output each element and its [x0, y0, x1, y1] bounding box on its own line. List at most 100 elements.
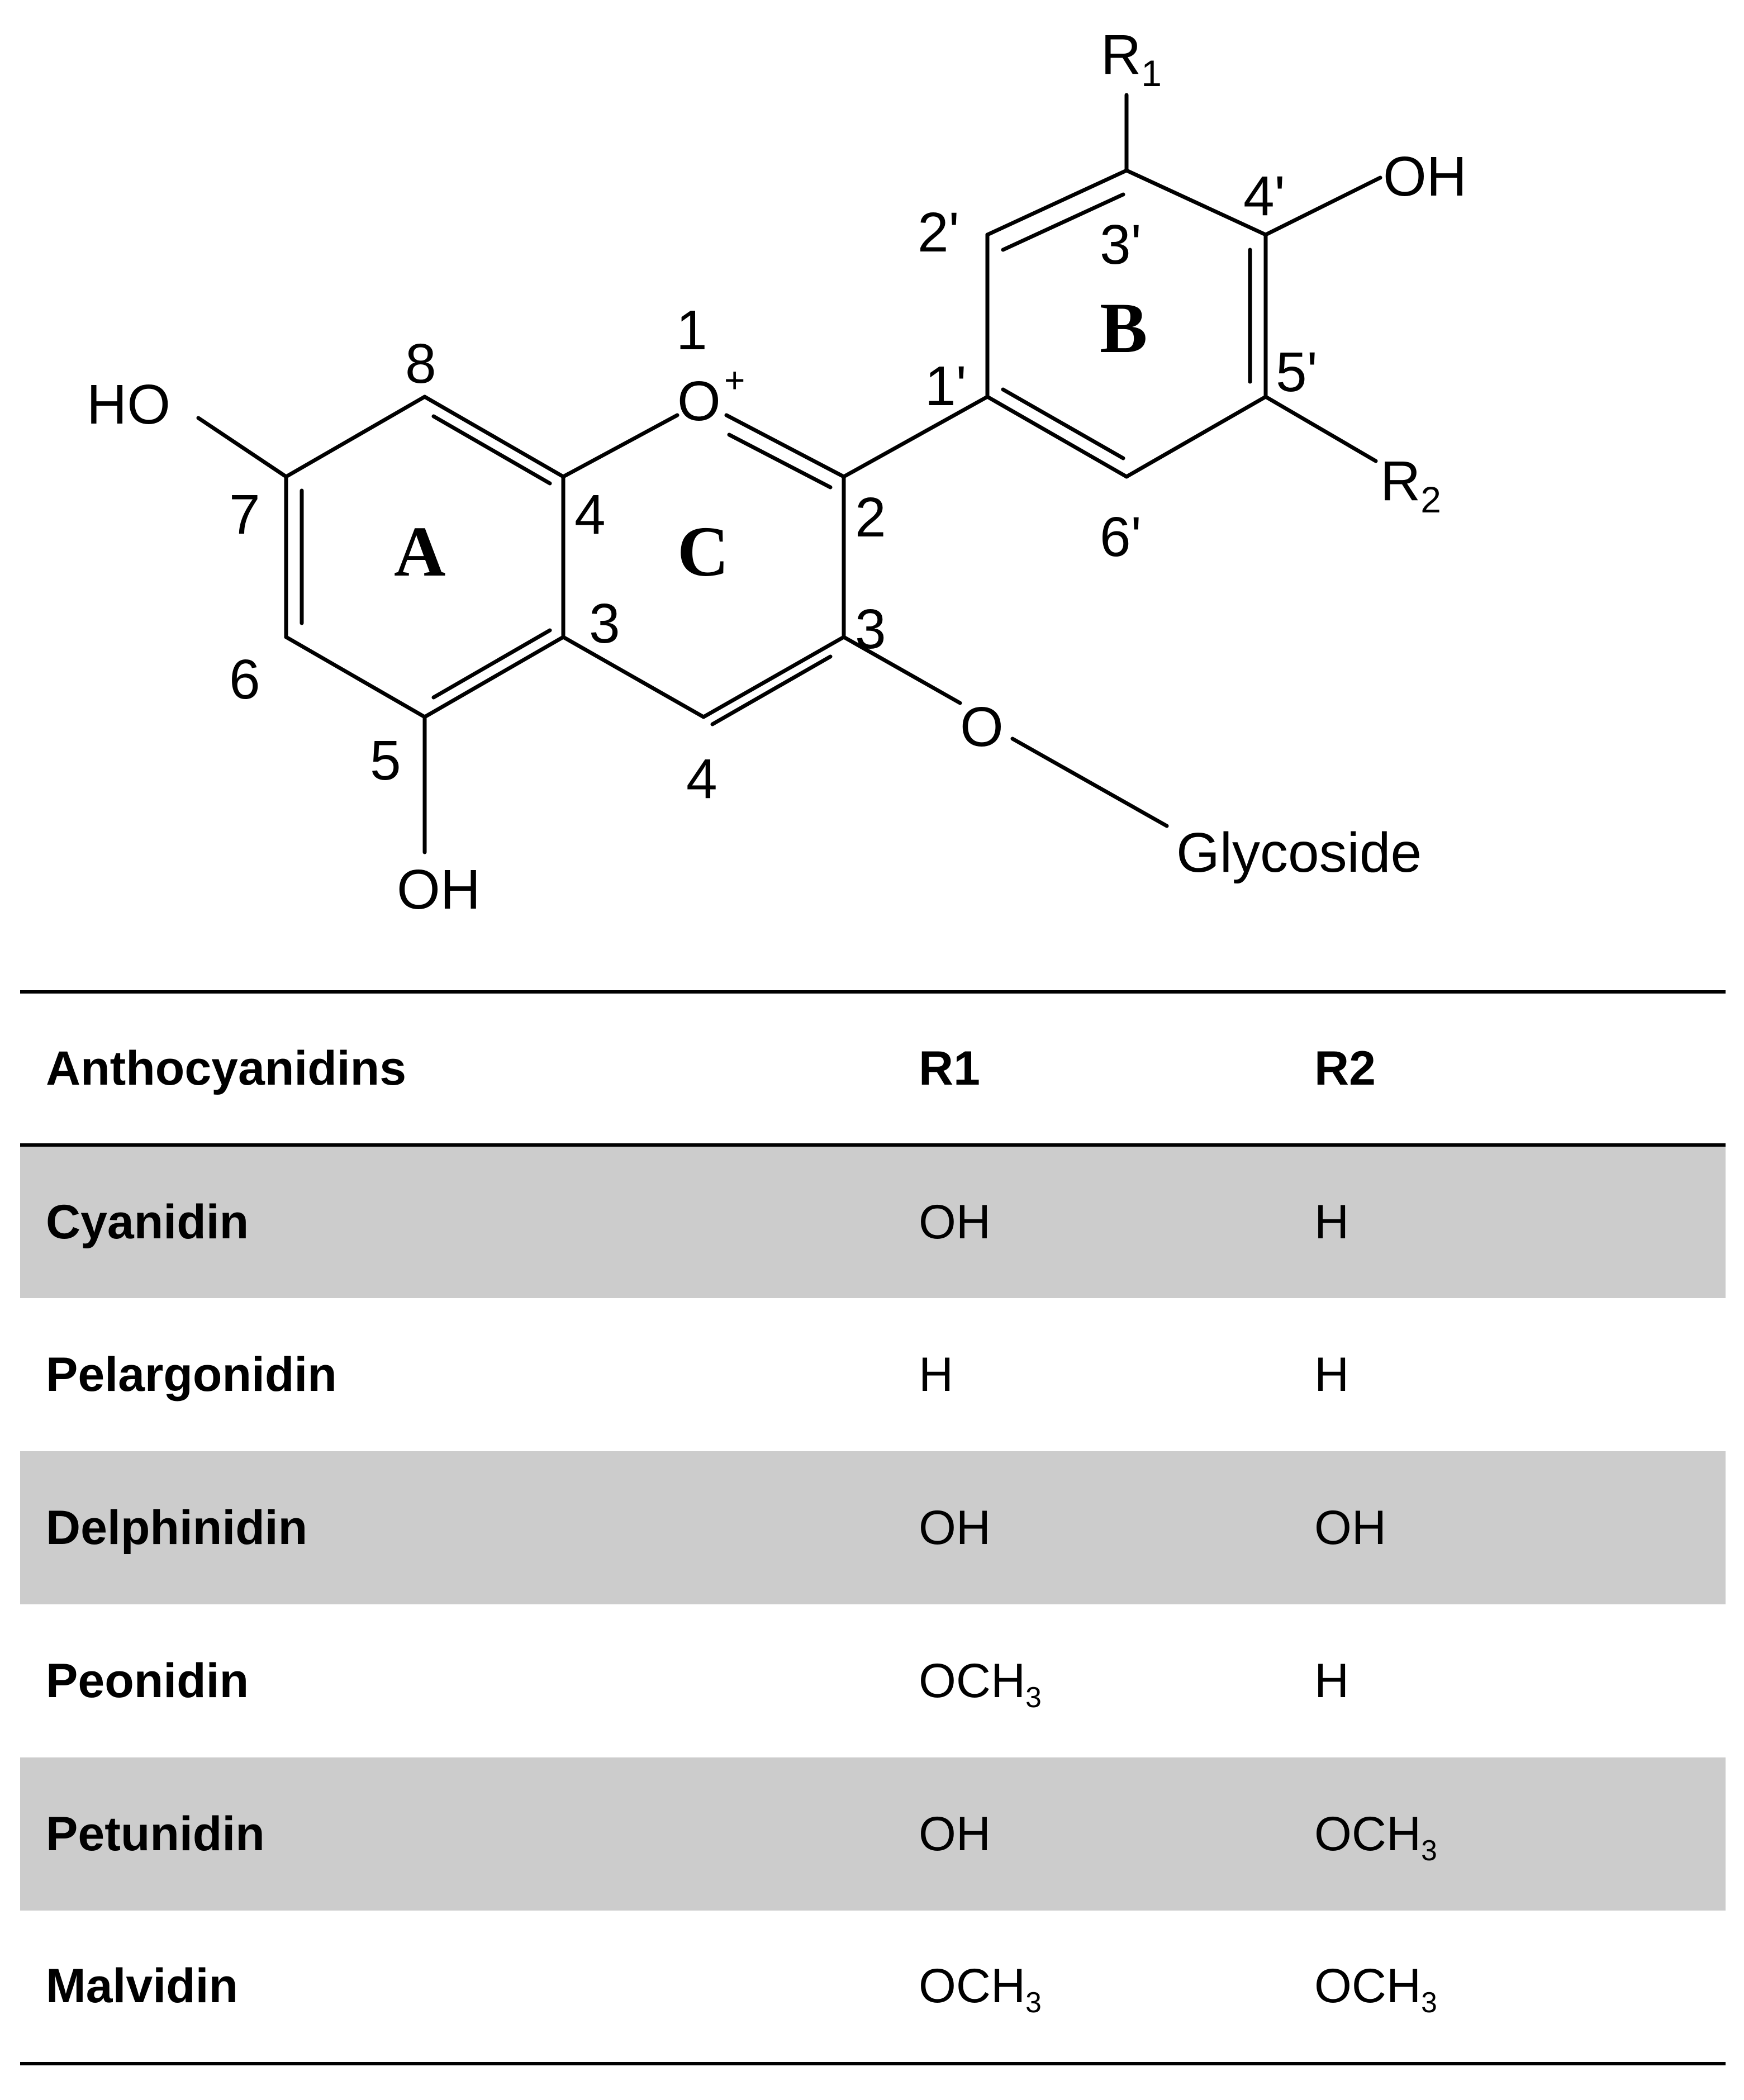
position-1: 1	[676, 299, 707, 362]
r1-value: OH	[919, 1500, 991, 1555]
ring-labels: A B C	[394, 288, 1147, 591]
position-5-prime: 5'	[1276, 341, 1318, 403]
bond-c4p-oh	[1263, 175, 1382, 237]
position-8: 8	[405, 332, 436, 395]
position-4: 4	[686, 748, 717, 810]
r1-value: OH	[919, 1195, 991, 1249]
row-r1: OH	[893, 1451, 1289, 1604]
atom-r1-letter: R	[1101, 23, 1141, 86]
bond-c8a-o1	[561, 413, 679, 479]
position-numbers: 8 7 6 5 4 3 1 2 3 4 1' 2' 3' 4' 5' 6'	[229, 165, 1318, 810]
table-row: Petunidin OH OCH3	[20, 1757, 1726, 1911]
r2-value: H	[1314, 1654, 1349, 1708]
bond-o1-c2	[724, 413, 846, 479]
bond-c3p-c4p	[1124, 168, 1268, 237]
table-row: Malvidin OCH3 OCH3	[20, 1911, 1726, 2064]
position-3a: 3	[589, 592, 620, 655]
r1-value: OCH	[919, 1654, 1026, 1708]
row-r1: OH	[893, 1145, 1289, 1298]
row-r2: H	[1289, 1298, 1726, 1451]
bond-c6p-c1p	[985, 395, 1129, 479]
row-name: Peonidin	[46, 1654, 249, 1708]
row-r2: OH	[1289, 1451, 1726, 1604]
r2-value: H	[1314, 1347, 1349, 1401]
table-row: Cyanidin OH H	[20, 1145, 1726, 1298]
bond-c5p-c6p	[1124, 395, 1268, 479]
bond-c2-c1p	[842, 395, 990, 479]
r1-value: H	[919, 1347, 954, 1401]
atom-o-charge: +	[724, 360, 745, 400]
ring-label-a: A	[394, 512, 445, 591]
atom-ho-a: HO	[87, 373, 170, 436]
substituent-glycoside: Glycoside	[1176, 821, 1422, 884]
table-row: Pelargonidin H H	[20, 1298, 1726, 1451]
bond-c5-c6	[284, 635, 427, 719]
r2-value: OCH	[1314, 1959, 1422, 2013]
position-6-prime: 6'	[1100, 506, 1142, 568]
position-3: 3	[855, 598, 886, 661]
bond-c3-c4-inner	[710, 654, 833, 726]
row-name: Malvidin	[46, 1959, 239, 2013]
atom-r2: R2	[1380, 450, 1441, 520]
bond-c6p-c1p-inner	[1001, 387, 1125, 460]
anthocyanidin-structure: HO OH O + OH R1 R2 O Glycoside A B C 8 7…	[87, 23, 1467, 921]
bond-c2p-c3p	[985, 168, 1129, 237]
bond-o1-c2-inner	[727, 433, 833, 490]
atom-r2-letter: R	[1380, 450, 1420, 512]
r2-value: OH	[1314, 1500, 1386, 1555]
row-name: Pelargonidin	[46, 1347, 337, 1401]
header-r1: R1	[919, 1041, 980, 1095]
position-2: 2	[855, 486, 886, 549]
r2-value: OCH	[1314, 1807, 1422, 1861]
bond-c7-c8	[284, 395, 427, 479]
position-4a: 4	[574, 483, 606, 546]
r1-value: OH	[919, 1807, 991, 1861]
bond-c8-c8a	[422, 395, 566, 479]
row-name: Delphinidin	[20, 1451, 893, 1604]
position-4-prime: 4'	[1243, 165, 1285, 227]
header-r2: R2	[1314, 1041, 1376, 1095]
row-r2: H	[1289, 1145, 1726, 1298]
position-5: 5	[370, 729, 401, 792]
bond-c4a-c5	[422, 635, 566, 719]
bond-c4-c4a	[561, 635, 706, 719]
r1-subscript: 3	[1025, 1986, 1042, 2019]
table-row: Peonidin OCH3 H	[20, 1604, 1726, 1757]
anthocyanidin-table: Anthocyanidins R1 R2 Cyanidin OH H Pelar…	[20, 990, 1726, 2065]
row-r2: OCH3	[1289, 1911, 1726, 2064]
atom-r2-subscript: 2	[1420, 479, 1441, 520]
bond-c7-oh	[196, 416, 288, 479]
bond-o-glycoside	[1010, 737, 1169, 828]
header-anthocyanidins: Anthocyanidins	[46, 1041, 407, 1095]
atom-o-ring: O	[677, 370, 721, 433]
r1-value: OCH	[919, 1959, 1026, 2013]
bond-c3-o	[842, 635, 962, 705]
atom-oh-5: OH	[397, 858, 481, 921]
position-1-prime: 1'	[925, 355, 967, 417]
atom-r1-subscript: 1	[1141, 53, 1162, 94]
row-r1: OCH3	[893, 1911, 1289, 2064]
position-3-prime: 3'	[1100, 213, 1142, 276]
r2-value: H	[1314, 1195, 1349, 1249]
table-header-row: Anthocyanidins R1 R2	[20, 992, 1726, 1145]
position-6: 6	[229, 648, 260, 711]
row-r1: OCH3	[893, 1604, 1289, 1757]
row-name: Cyanidin	[20, 1145, 893, 1298]
bond-c5p-r2	[1263, 395, 1378, 463]
ring-label-b: B	[1100, 288, 1147, 368]
ring-label-c: C	[677, 512, 729, 591]
r1-subscript: 3	[1025, 1680, 1042, 1713]
bond-c2p-c3p-inner	[1001, 192, 1125, 252]
atom-oh-b: OH	[1383, 145, 1467, 208]
row-r1: H	[893, 1298, 1289, 1451]
r2-subscript: 3	[1421, 1986, 1437, 2019]
table-row: Delphinidin OH OH	[20, 1451, 1726, 1604]
bond-c4a-c5-inner	[431, 628, 552, 700]
row-r1: OH	[893, 1757, 1289, 1911]
atom-o-link: O	[960, 696, 1004, 758]
row-r2: OCH3	[1289, 1757, 1726, 1911]
substituent-table: Anthocyanidins R1 R2 Cyanidin OH H Pelar…	[20, 990, 1726, 2065]
atom-labels: HO OH O + OH R1 R2 O Glycoside	[87, 23, 1467, 921]
row-name: Petunidin	[20, 1757, 893, 1911]
bond-c3-c4	[701, 635, 846, 719]
